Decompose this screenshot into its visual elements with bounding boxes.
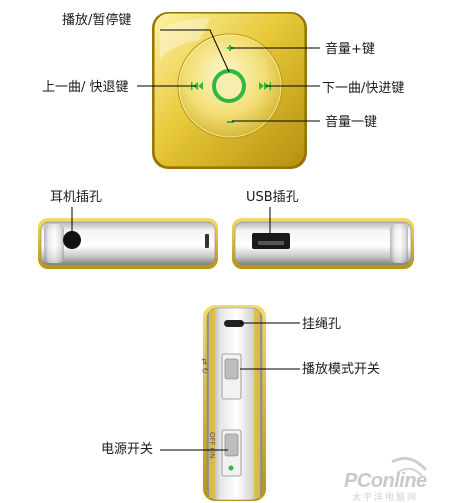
leader-lines-top — [137, 29, 320, 122]
label-volume-up: 音量+键 — [325, 42, 375, 57]
switch-side-view — [203, 305, 266, 501]
power-switch-marking: OFF ON — [208, 432, 216, 459]
label-next-forward: 下一曲/快进键 — [322, 81, 405, 96]
volume-up-button[interactable] — [227, 45, 233, 51]
label-usb-port: USB插孔 — [246, 190, 299, 205]
label-play-mode-switch: 播放模式开关 — [302, 362, 381, 377]
watermark-brand: PConline — [344, 470, 427, 492]
label-prev-rewind: 上一曲/ 快退键 — [42, 80, 129, 95]
label-play-pause: 播放/暂停键 — [62, 13, 132, 28]
play-mode-switch[interactable] — [221, 353, 242, 400]
lanyard-hole — [224, 320, 244, 327]
volume-down-button[interactable] — [227, 121, 234, 123]
label-power-switch: 电源开关 — [101, 442, 154, 457]
usb-side-view — [232, 218, 414, 269]
label-lanyard-hole: 挂绳孔 — [302, 317, 342, 332]
power-switch[interactable] — [221, 429, 242, 477]
label-headphone-jack: 耳机插孔 — [50, 190, 103, 205]
mode-switch-marking: ⇄ ↻ — [200, 358, 209, 374]
label-volume-down: 音量一键 — [325, 115, 378, 130]
front-view — [152, 12, 307, 169]
leader-lines-bottom — [160, 322, 300, 451]
play-pause-button[interactable] — [212, 69, 246, 103]
headphone-jack — [63, 231, 81, 249]
watermark-tagline: 太平洋电脑网 — [352, 493, 419, 503]
headphone-side-view — [38, 218, 218, 269]
leader-lines-middle — [71, 207, 271, 234]
